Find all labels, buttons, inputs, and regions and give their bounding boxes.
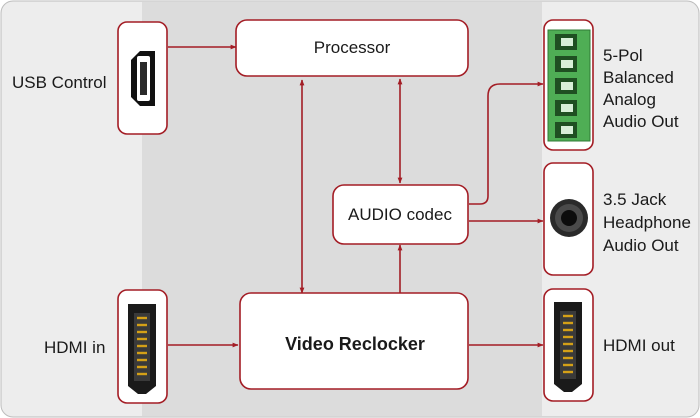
arrow-codec-to-balanced-out: [469, 81, 544, 205]
headphone-out-line-1: 3.5 Jack: [603, 190, 667, 209]
video-reclocker-block: Video Reclocker: [239, 292, 469, 390]
connections: [168, 44, 544, 348]
usb-connector: [117, 21, 168, 135]
headphone-out-label: 3.5 Jack Headphone Audio Out: [603, 190, 691, 255]
terminal-block-icon: [547, 29, 591, 142]
headphone-out-line-2: Headphone: [603, 213, 691, 232]
processor-block: Processor: [235, 19, 469, 77]
headphone-jack-connector: [543, 162, 594, 276]
balanced-out-line-3: Analog: [603, 90, 656, 109]
headphone-out-line-3: Audio Out: [603, 236, 679, 255]
balanced-terminal-connector: [543, 19, 594, 151]
hdmi-out-label: HDMI out: [603, 336, 675, 355]
usb-control-label: USB Control: [12, 73, 106, 92]
balanced-out-line-4: Audio Out: [603, 112, 679, 131]
hdmi-in-label: HDMI in: [44, 338, 105, 357]
video-reclocker-label: Video Reclocker: [285, 334, 425, 354]
audio-codec-block: AUDIO codec: [332, 184, 469, 245]
balanced-out-line-2: Balanced: [603, 68, 674, 87]
audio-codec-label: AUDIO codec: [348, 205, 452, 224]
balanced-out-line-1: 5-Pol: [603, 46, 643, 65]
processor-label: Processor: [314, 38, 391, 57]
hdmi-out-connector: [543, 288, 594, 402]
balanced-out-label: 5-Pol Balanced Analog Audio Out: [603, 46, 679, 131]
hdmi-in-connector: [117, 289, 168, 404]
